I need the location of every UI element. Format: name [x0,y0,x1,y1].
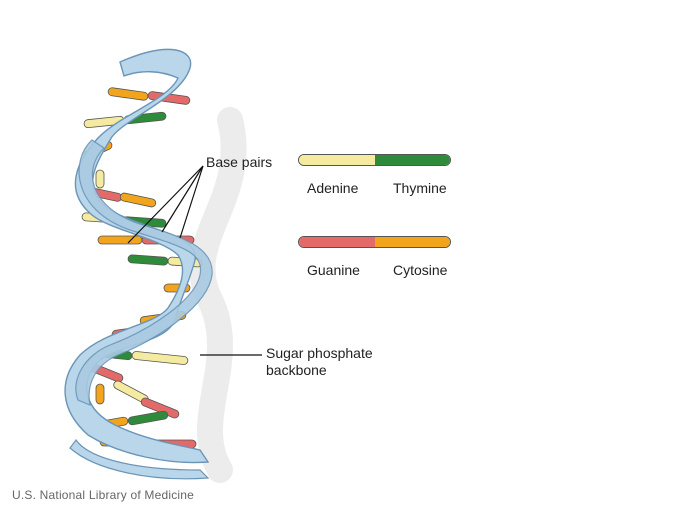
callout-lines [127,165,262,356]
cytosine-label: Cytosine [393,262,448,278]
guanine-cytosine-bar [298,236,451,248]
adenine-segment [299,155,375,165]
helix-shadow [189,107,247,483]
thymine-segment [374,155,450,165]
guanine-segment [299,237,375,247]
backbone-label-line1: Sugar phosphate [266,345,373,361]
backbone-label-line2: backbone [266,362,327,378]
adenine-label: Adenine [307,180,359,196]
adenine-thymine-bar [298,154,451,166]
thymine-label: Thymine [393,180,447,196]
cytosine-segment [374,237,450,247]
sugar-phosphate-backbone [64,48,213,480]
source-credit: U.S. National Library of Medicine [12,488,195,502]
guanine-label: Guanine [307,262,360,278]
base-pairs-label: Base pairs [206,154,273,170]
